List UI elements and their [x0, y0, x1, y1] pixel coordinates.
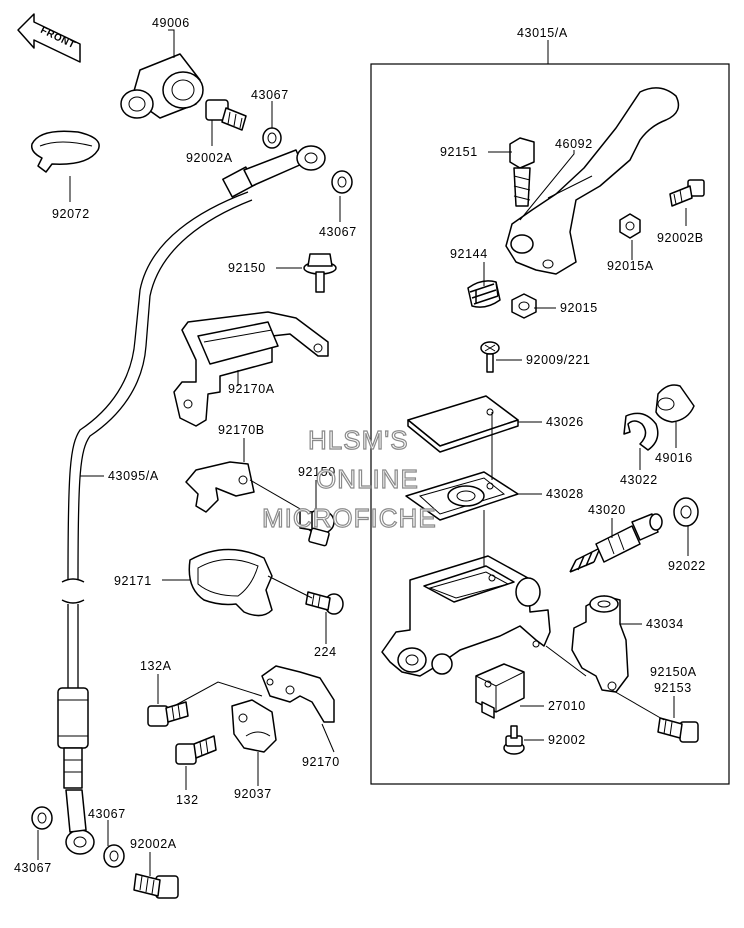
label-92150-top: 92150: [228, 261, 266, 275]
bolt-92150a: [657, 717, 699, 743]
master-cylinder-body: [381, 555, 551, 677]
brake-switch-27010: [475, 663, 525, 719]
label-46092: 46092: [555, 137, 593, 151]
label-92150a: 92150A: [650, 665, 697, 679]
clamp-92037: [231, 699, 277, 753]
bolt-92150-top: [303, 253, 337, 293]
bolt-132: [175, 735, 217, 765]
label-92037: 92037: [234, 787, 272, 801]
banjo-bolt-bottom: [133, 873, 179, 899]
bolt-132a: [147, 701, 189, 727]
reservoir-cap-43026: [407, 395, 519, 453]
label-92002-bot: 92002: [548, 733, 586, 747]
front-arrow-icon: FRONT: [17, 13, 81, 63]
label-43067-bot2: 43067: [14, 861, 52, 875]
spring-92144: [467, 280, 501, 308]
watermark: HLSM'S ONLINE MICROFICHE: [261, 424, 437, 533]
label-132a: 132A: [140, 659, 172, 673]
bolt-92150-mid: [299, 509, 335, 547]
label-92144: 92144: [450, 247, 488, 261]
assembly-frame: [370, 40, 730, 785]
washer-43067-mid: [331, 170, 353, 194]
label-92170a: 92170A: [228, 382, 275, 396]
label-92072: 92072: [52, 207, 90, 221]
label-92170: 92170: [302, 755, 340, 769]
label-43095a: 43095/A: [108, 469, 159, 483]
label-43015a: 43015/A: [517, 26, 568, 40]
label-92022: 92022: [668, 559, 706, 573]
label-49006: 49006: [152, 16, 190, 30]
label-92170b: 92170B: [218, 423, 265, 437]
washer-43067-top: [262, 127, 282, 149]
label-92009-221: 92009/221: [526, 353, 591, 367]
label-43020: 43020: [588, 503, 626, 517]
brake-hose: [57, 145, 326, 855]
label-92015: 92015: [560, 301, 598, 315]
label-132: 132: [176, 793, 199, 807]
watermark-line3: MICROFICHE: [262, 503, 437, 533]
dust-boot-49016: [655, 384, 695, 423]
label-43067-bot1: 43067: [88, 807, 126, 821]
bolt-92002b: [669, 179, 705, 207]
label-92151: 92151: [440, 145, 478, 159]
nut-92015: [511, 293, 537, 319]
hose-boot: [120, 53, 204, 119]
washer-43067-bot2: [103, 844, 125, 868]
label-43067-top: 43067: [251, 88, 289, 102]
clamp-band: [30, 130, 100, 173]
screw-92009: [480, 341, 500, 373]
nut-92015a: [619, 213, 641, 239]
label-92002b: 92002B: [657, 231, 704, 245]
piston-43020: [569, 513, 663, 573]
label-43067-mid: 43067: [319, 225, 357, 239]
label-92153: 92153: [654, 681, 692, 695]
label-92002a-top: 92002A: [186, 151, 233, 165]
diaphragm-43028: [405, 471, 519, 521]
label-49016: 49016: [655, 451, 693, 465]
label-92002a-bot: 92002A: [130, 837, 177, 851]
brake-lever-46092: [505, 87, 680, 275]
label-43028: 43028: [546, 487, 584, 501]
leader-lines: [37, 29, 689, 876]
washer-43067-bot1: [31, 806, 53, 830]
label-43026: 43026: [546, 415, 584, 429]
label-92171: 92171: [114, 574, 152, 588]
label-43022: 43022: [620, 473, 658, 487]
bracket-92170: [261, 665, 335, 723]
label-92015a: 92015A: [607, 259, 654, 273]
clamp-92170b: [185, 461, 255, 513]
label-92150-mid: 92150: [298, 465, 336, 479]
screw-224: [305, 591, 344, 615]
watermark-line1: HLSM'S: [308, 425, 409, 455]
label-224: 224: [314, 645, 337, 659]
banjo-bolt-top: [205, 99, 247, 131]
holder-43034: [571, 595, 629, 693]
part-labels: 49006 43015/A 43067 92002A 92072 43067 9…: [14, 16, 706, 875]
watermark-line2: ONLINE: [316, 464, 419, 494]
clamp-bracket-92170a: [173, 311, 329, 427]
pivot-bolt-92151: [509, 137, 535, 207]
screw-92002: [503, 725, 525, 755]
washer-92022: [673, 497, 699, 527]
circlip-43022: [623, 412, 659, 451]
label-43034: 43034: [646, 617, 684, 631]
label-27010: 27010: [548, 699, 586, 713]
clamp-92171: [188, 548, 273, 617]
